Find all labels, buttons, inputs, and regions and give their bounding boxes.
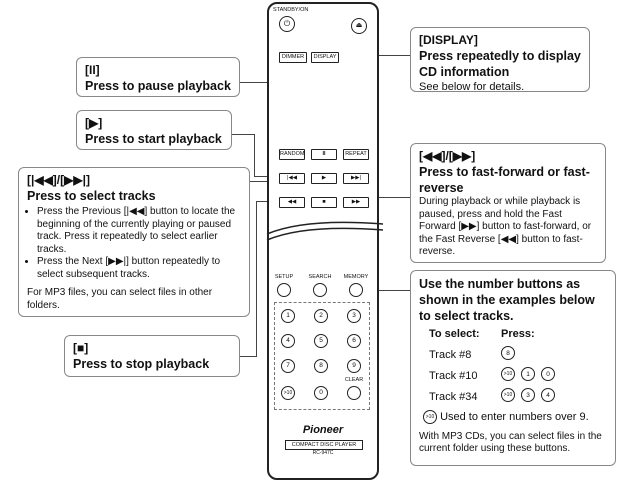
clear-button[interactable] xyxy=(347,386,361,400)
clear-label: CLEAR xyxy=(344,377,364,383)
plus10-note: Used to enter numbers over 9. xyxy=(440,411,589,423)
pause-connector xyxy=(240,82,280,83)
digit-1-button[interactable]: 1 xyxy=(281,309,295,323)
stop-callout: [■] Press to stop playback xyxy=(64,335,240,377)
row-track-34-label: Track #34 xyxy=(429,391,478,403)
model-code: RC-947C xyxy=(312,450,334,456)
ff-callout: [◀◀]/[▶▶] Press to fast-forward or fast-… xyxy=(410,143,606,263)
row-track-8-keys: 8 xyxy=(495,346,515,361)
display-callout-text: See below for details. xyxy=(419,81,525,93)
tracks-callout: [|◀◀]/[▶▶|] Press to select tracks Press… xyxy=(18,167,250,317)
brand-logo: Pioneer xyxy=(302,424,344,436)
plus10-note-row: >10 Used to enter numbers over 9. xyxy=(423,410,589,425)
pause-callout-heading: [II] xyxy=(85,63,100,77)
ff-callout-title: Press to fast-forward or fast-reverse xyxy=(419,165,590,195)
digit-8-button[interactable]: 8 xyxy=(314,359,328,373)
power-button[interactable]: ⏻ xyxy=(279,16,295,32)
tracks-callout-list: Press the Previous [|◀◀] button to locat… xyxy=(27,206,241,281)
display-callout-heading: [DISPLAY] xyxy=(419,33,478,47)
stop-button[interactable]: ■ xyxy=(311,197,337,208)
display-callout: [DISPLAY] Press repeatedly to display CD… xyxy=(410,27,590,93)
play-callout: [▶] Press to start playback xyxy=(76,110,232,150)
key-8: 8 xyxy=(501,346,515,361)
col-select-header: To select: xyxy=(429,328,480,340)
memory-button[interactable] xyxy=(349,283,363,297)
plus10-button[interactable]: >10 xyxy=(281,386,295,400)
pause-callout: [II] Press to pause playback xyxy=(76,57,240,97)
digit-5-button[interactable]: 5 xyxy=(314,334,328,348)
digit-3-button[interactable]: 3 xyxy=(347,309,361,323)
digit-2-button[interactable]: 2 xyxy=(314,309,328,323)
search-label: SEARCH xyxy=(308,274,332,280)
key-0: 0 xyxy=(541,367,555,382)
tracks-callout-bullet: Press the Next [▶▶|] button repeatedly t… xyxy=(37,256,241,281)
model-label: COMPACT DISC PLAYER xyxy=(285,440,363,450)
key-plus10: >10 xyxy=(501,367,515,382)
previous-button[interactable]: |◀◀ xyxy=(279,173,305,184)
tracks-callout-note: For MP3 files, you can select files in o… xyxy=(27,287,213,311)
repeat-button[interactable]: REPEAT xyxy=(343,149,369,160)
row-track-8-label: Track #8 xyxy=(429,349,472,361)
display-callout-title: Press repeatedly to display CD informati… xyxy=(419,49,581,79)
mp3-note: With MP3 CDs, you can select files in th… xyxy=(419,431,602,454)
tracks-callout-title: Press to select tracks xyxy=(27,189,156,203)
play-callout-heading: [▶] xyxy=(85,116,103,130)
fast-reverse-button[interactable]: ◀◀ xyxy=(279,197,305,208)
row-track-10-label: Track #10 xyxy=(429,370,478,382)
setup-label: SETUP xyxy=(274,274,294,280)
random-button[interactable]: RANDOM xyxy=(279,149,305,160)
play-connector-v xyxy=(254,134,255,176)
col-press-header: Press: xyxy=(501,328,535,340)
break-mark xyxy=(266,221,384,241)
memory-label: MEMORY xyxy=(343,274,369,280)
digit-4-button[interactable]: 4 xyxy=(281,334,295,348)
ff-callout-heading: [◀◀]/[▶▶] xyxy=(419,149,476,163)
play-callout-title: Press to start playback xyxy=(85,132,222,146)
digit-7-button[interactable]: 7 xyxy=(281,359,295,373)
stop-connector xyxy=(240,356,256,357)
standby-label: STANDBY/ON xyxy=(273,7,309,13)
tracks-callout-heading: [|◀◀]/[▶▶|] xyxy=(27,173,90,187)
stop-connector-v xyxy=(256,201,257,357)
dimmer-button[interactable]: DIMMER xyxy=(279,52,307,63)
pause-button[interactable]: II xyxy=(311,149,337,160)
digit-6-button[interactable]: 6 xyxy=(347,334,361,348)
key-plus10: >10 xyxy=(501,388,515,403)
key-4: 4 xyxy=(541,388,555,403)
eject-button[interactable]: ⏏ xyxy=(351,18,367,34)
key-3: 3 xyxy=(521,388,535,403)
fast-forward-button[interactable]: ▶▶ xyxy=(343,197,369,208)
play-button[interactable]: ▶ xyxy=(311,173,337,184)
number-callout-title: Use the number buttons as shown in the e… xyxy=(419,277,595,323)
display-button[interactable]: DISPLAY xyxy=(311,52,339,63)
number-connector xyxy=(376,290,412,291)
digit-0-button[interactable]: 0 xyxy=(314,386,328,400)
setup-button[interactable] xyxy=(277,283,291,297)
number-callout: Use the number buttons as shown in the e… xyxy=(410,270,616,466)
key-1: 1 xyxy=(521,367,535,382)
play-connector xyxy=(232,134,254,135)
stop-callout-heading: [■] xyxy=(73,341,89,355)
next-button[interactable]: ▶▶| xyxy=(343,173,369,184)
number-pad-outline xyxy=(274,302,370,410)
remote-control: STANDBY/ON ⏻ ⏏ DIMMER DISPLAY RANDOM II … xyxy=(266,2,384,480)
plus10-key-icon: >10 xyxy=(423,410,437,425)
pause-callout-title: Press to pause playback xyxy=(85,79,231,93)
tracks-callout-bullet: Press the Previous [|◀◀] button to locat… xyxy=(37,206,241,256)
digit-9-button[interactable]: 9 xyxy=(347,359,361,373)
ff-callout-text: During playback or while playback is pau… xyxy=(419,196,592,257)
search-button[interactable] xyxy=(313,283,327,297)
stop-callout-title: Press to stop playback xyxy=(73,357,210,371)
